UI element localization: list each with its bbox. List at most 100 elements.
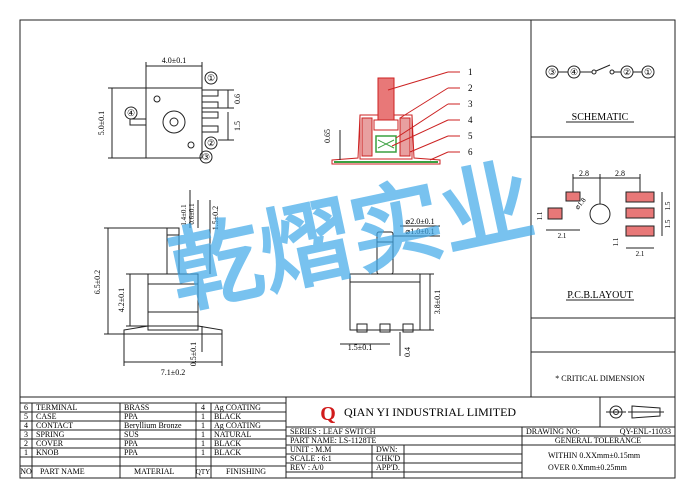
front-view (104, 190, 223, 366)
callout-1: 1 (468, 67, 473, 77)
pin-label-4: ④ (127, 108, 135, 118)
schematic-pin-2: ② (623, 67, 631, 77)
part-name: CONTACT (36, 421, 73, 430)
schematic-pin-3: ③ (548, 67, 556, 77)
tolerance-title: GENERAL TOLERANCE (555, 436, 641, 445)
pcb-layout (546, 174, 663, 249)
parts-table-grid (20, 397, 287, 478)
schematic-pin-1: ① (644, 67, 652, 77)
pin-2-marker (204, 136, 218, 150)
side-view (340, 225, 440, 356)
part-name: TERMINAL (36, 403, 77, 412)
part-name: KNOB (36, 448, 59, 457)
parts-table: 6 TERMINAL BRASS 4 Ag COATING 5 CASE PPA… (20, 403, 266, 476)
dim-pin-h: 0.6 (233, 94, 242, 104)
outer-frame (19, 19, 676, 479)
pin-label-1: ① (207, 73, 215, 83)
part-qty: 1 (201, 448, 205, 457)
callout-3: 3 (468, 99, 473, 109)
pcb-dim-9: 1.1 (612, 237, 620, 246)
header-part-name: PART NAME (40, 467, 85, 476)
pin-3-marker (199, 150, 213, 164)
dim-height-top: 5.0±0.1 (97, 111, 106, 135)
part-qty: 1 (201, 430, 205, 439)
callout-5: 5 (468, 131, 473, 141)
part-no: 5 (24, 412, 28, 421)
pin-label-3: ③ (202, 152, 210, 162)
part-no: 3 (24, 430, 28, 439)
rev-label: REV : A/0 (290, 463, 324, 472)
dim-width-top: 4.0±0.1 (162, 56, 186, 65)
dim-r-height: 3.8±0.1 (433, 290, 442, 314)
part-finish: BLACK (214, 439, 241, 448)
header-qty: QTY (196, 468, 210, 476)
part-material: PPA (124, 448, 138, 457)
pcb-dim-5: 1.5 (664, 219, 672, 228)
schematic-title: SCHEMATIC (572, 112, 629, 123)
part-finish: BLACK (214, 448, 241, 457)
part-name-label: PART NAME: LS-1128TE (290, 436, 376, 445)
part-qty: 1 (201, 412, 205, 421)
callout-2: 2 (468, 83, 473, 93)
dim-side-h: 0.65 (323, 129, 332, 143)
part-no: 2 (24, 439, 28, 448)
part-qty: 1 (201, 421, 205, 430)
dim-r-pin: 1.5±0.1 (348, 343, 372, 352)
part-no: 6 (24, 403, 28, 412)
top-view (108, 62, 234, 164)
part-finish: NATURAL (214, 430, 251, 439)
header-finishing: FINISHING (226, 467, 266, 476)
unit-label: UNIT : M.M (290, 445, 331, 454)
part-name: SPRING (36, 430, 65, 439)
header-no: NO (20, 467, 32, 476)
part-finish: Ag COATING (214, 403, 261, 412)
pcb-title: P.C.B.LAYOUT (567, 290, 632, 301)
pcb-dim-2: 2.8 (615, 169, 625, 178)
part-material: PPA (124, 439, 138, 448)
appd-label: APP'D. (376, 463, 400, 472)
dim-knob-extra: 0.6±0.1 (188, 203, 196, 225)
drawing-no-label: DRAWING NO: (526, 427, 580, 436)
dim-front-body: 4.2±0.1 (117, 288, 126, 312)
company-logo: Q (320, 403, 336, 425)
dim-front-total: 6.5±0.2 (93, 270, 102, 294)
dim-r-knob1: ⌀2.0±0.1 (405, 217, 434, 226)
part-material: SUS (124, 430, 139, 439)
part-qty: 1 (201, 439, 205, 448)
callout-leaders (387, 71, 460, 161)
part-material: Beryllium Bronze (124, 421, 182, 430)
dim-front-base: 0.5±0.1 (189, 342, 198, 366)
dim-knob-r: 1.5±0.2 (211, 206, 220, 230)
part-name: COVER (36, 439, 64, 448)
callout-4: 4 (468, 115, 473, 125)
pin-label-2: ② (207, 138, 215, 148)
scale-label: SCALE : 6:1 (290, 454, 332, 463)
schematic-pin-4: ④ (570, 67, 578, 77)
part-finish: BLACK (214, 412, 241, 421)
company-banner: Q QIAN YI INDUSTRIAL LIMITED (320, 403, 516, 425)
part-no: 1 (24, 448, 28, 457)
title-block: SERIES : LEAF SWITCH PART NAME: LS-1128T… (290, 427, 671, 472)
critical-dimension-note: * CRITICAL DIMENSION (555, 374, 645, 383)
part-material: BRASS (124, 403, 149, 412)
dim-r-pin2: 0.4 (403, 347, 412, 357)
watermark: 乾熠实业 (161, 150, 542, 326)
pcb-dim-8: 2.1 (636, 250, 645, 258)
pcb-dim-7: 2.1 (558, 232, 567, 240)
part-material: PPA (124, 412, 138, 421)
dwn-label: DWN: (376, 445, 397, 454)
dim-front-width: 7.1±0.2 (161, 368, 185, 377)
dim-knob-d: 1.4±0.1 (180, 204, 188, 226)
pcb-dim-6: 1.1 (536, 211, 544, 220)
part-no: 4 (24, 421, 28, 430)
part-name: CASE (36, 412, 57, 421)
pin-4-marker (124, 106, 138, 120)
part-finish: Ag COATING (214, 421, 261, 430)
callout-6: 6 (468, 147, 473, 157)
header-material: MATERIAL (134, 467, 175, 476)
schematic-symbol (545, 64, 655, 123)
section-view (331, 71, 460, 165)
tolerance-within: WITHIN 0.XXmm±0.15mm (548, 451, 641, 460)
drawing-no-value: QY-ENL-11033 (620, 427, 671, 436)
